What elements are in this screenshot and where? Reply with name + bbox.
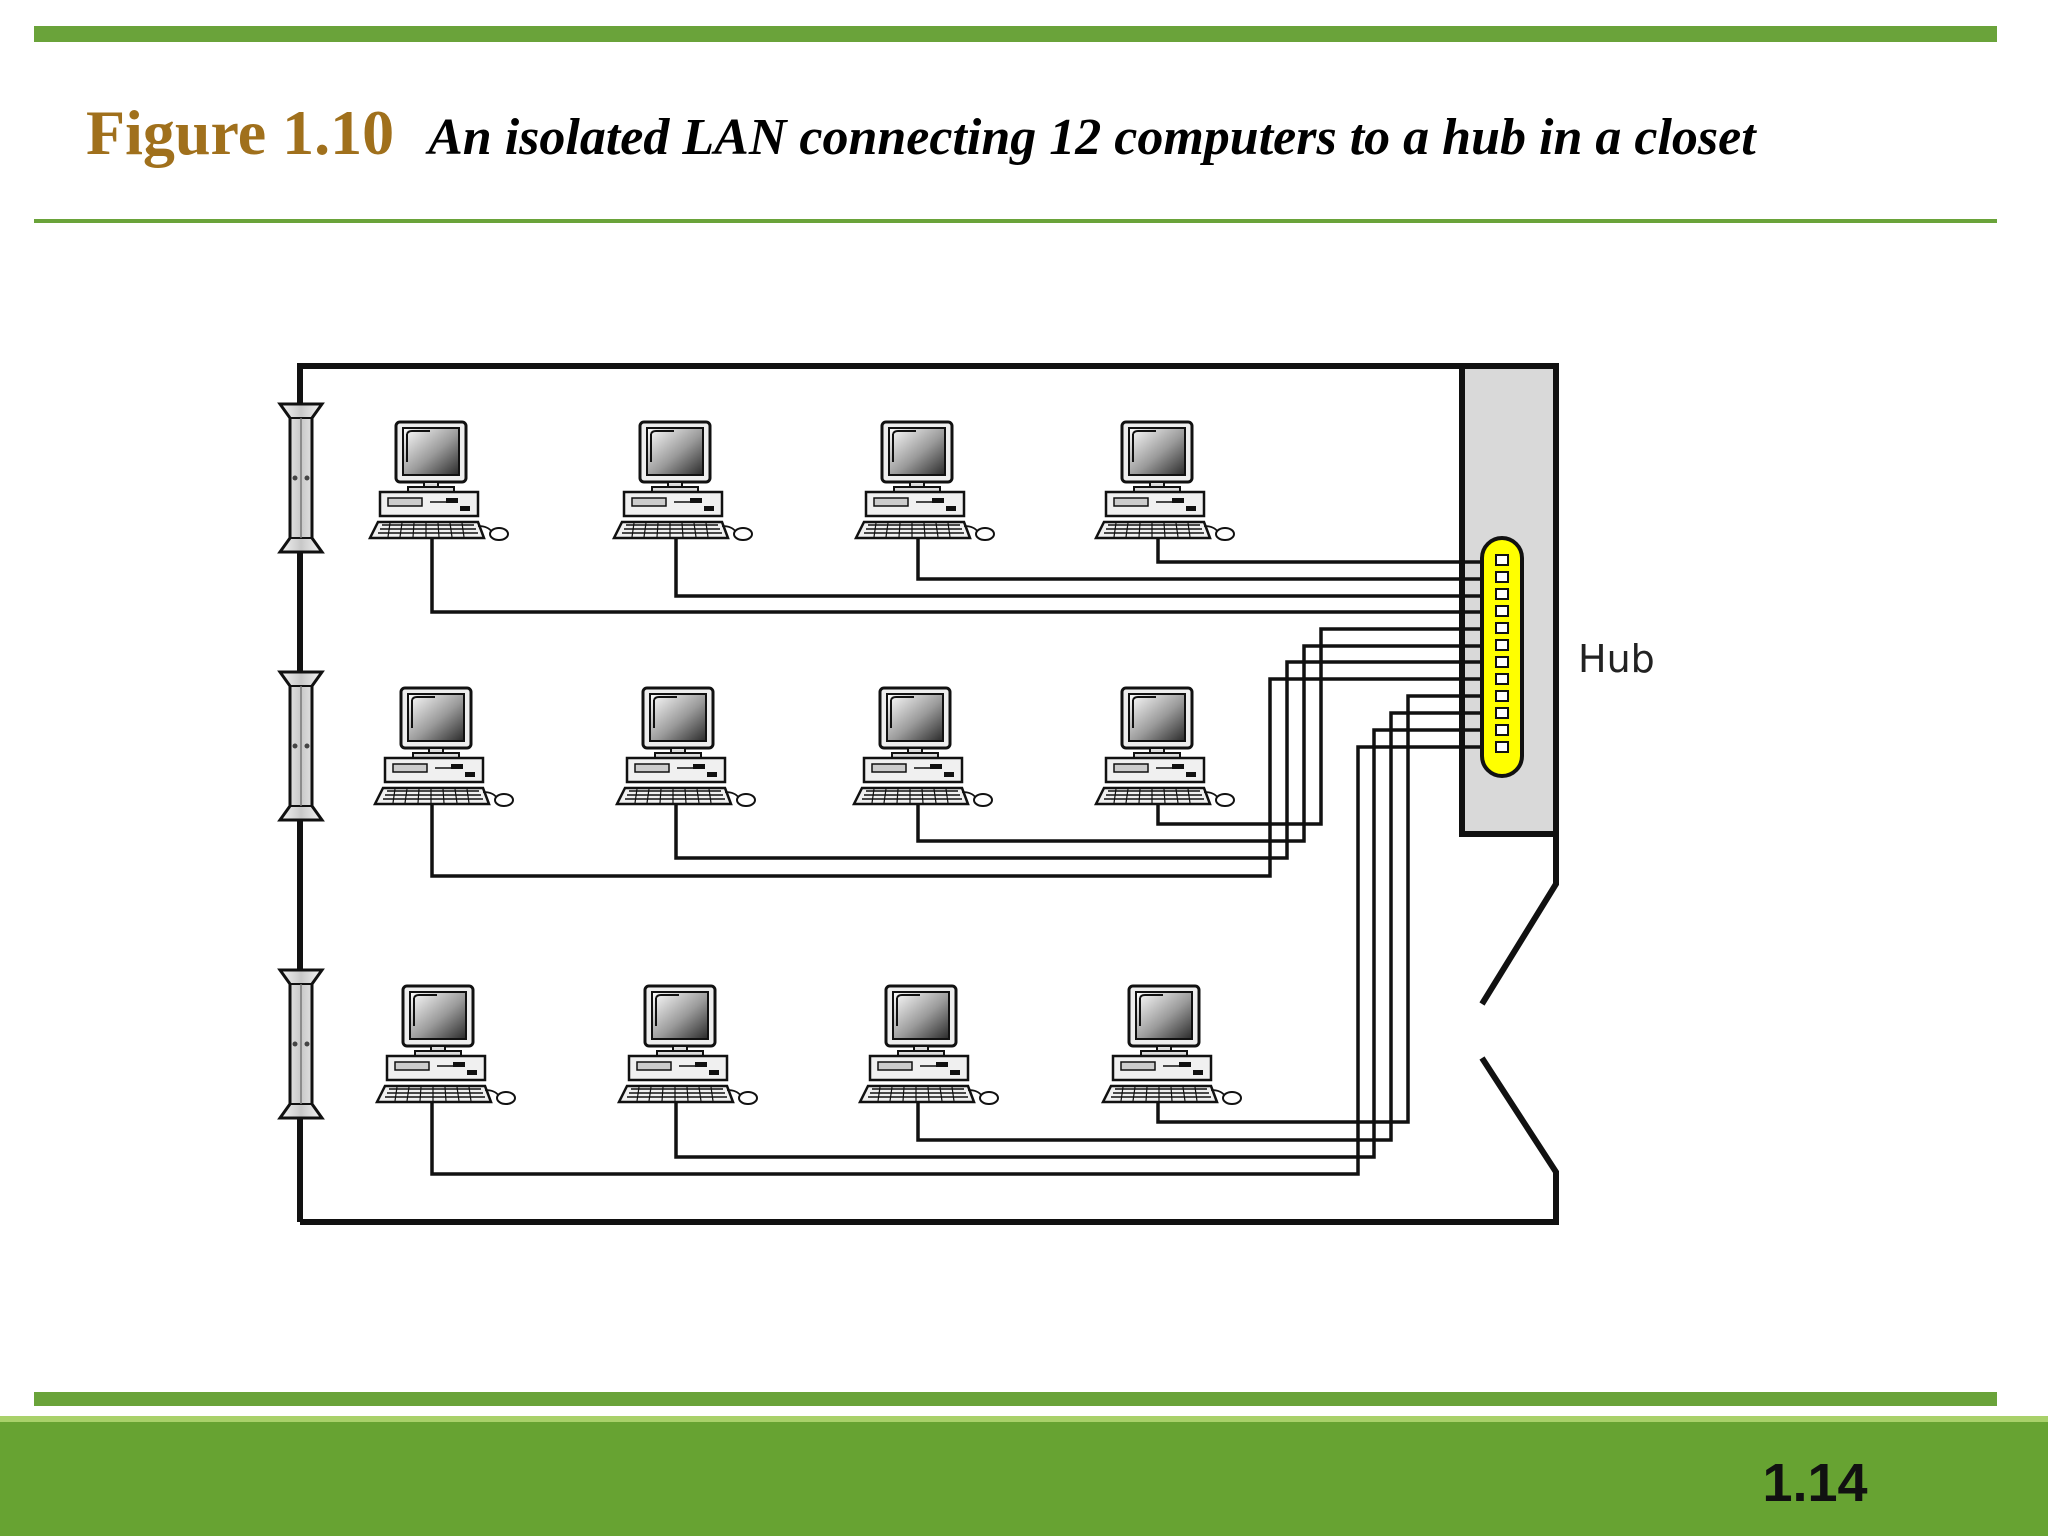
cable-1-2 <box>674 532 1498 598</box>
computer-7 <box>852 686 994 808</box>
hub-ports <box>1495 554 1509 753</box>
computer-9 <box>375 984 517 1106</box>
cable-3-2 <box>674 728 1498 1159</box>
computer-5 <box>373 686 515 808</box>
cable-2-4 <box>1156 627 1498 826</box>
computer-10 <box>617 984 759 1106</box>
computer-4 <box>1094 420 1236 542</box>
computer-3 <box>854 420 996 542</box>
cable-2-3 <box>916 644 1498 843</box>
title-rule <box>34 219 1997 223</box>
window-2 <box>278 670 324 822</box>
figure-number: Figure 1.10 <box>86 97 395 168</box>
closet-door <box>1479 836 1559 1006</box>
computer-11 <box>858 984 1000 1106</box>
computer-8 <box>1094 686 1236 808</box>
footer-band <box>0 1416 2048 1536</box>
cable-3-1 <box>430 745 1498 1176</box>
window-3 <box>278 968 324 1120</box>
computer-1 <box>368 420 510 542</box>
cable-1-1 <box>430 532 1498 614</box>
page-number: 1.14 <box>1762 1453 1868 1513</box>
room-wall-bottom <box>300 1056 1559 1225</box>
figure-caption: An isolated LAN connecting 12 computers … <box>428 109 1756 166</box>
computer-2 <box>612 420 754 542</box>
window-1 <box>278 402 324 554</box>
cable-1-3 <box>916 532 1498 581</box>
computer-12 <box>1101 984 1243 1106</box>
cable-2-1 <box>430 677 1498 878</box>
hub <box>1480 536 1524 778</box>
bottom-rule <box>34 1392 1997 1406</box>
cable-1-4 <box>1156 532 1498 564</box>
cable-3-4 <box>1156 694 1498 1124</box>
top-rule <box>34 26 1997 42</box>
slide-title: Figure 1.10 An isolated LAN connecting 1… <box>86 96 1756 196</box>
cable-2-2 <box>674 660 1498 860</box>
cables <box>430 532 1498 1176</box>
hub-label: Hub <box>1578 637 1655 681</box>
computer-6 <box>615 686 757 808</box>
cable-3-3 <box>916 711 1498 1142</box>
